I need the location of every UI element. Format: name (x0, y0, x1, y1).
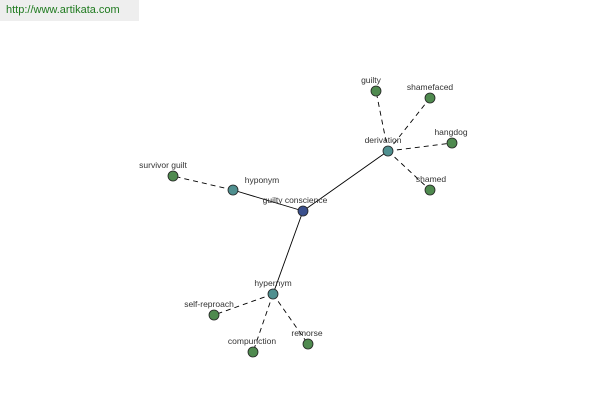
edge-hypernym-remorse (272, 293, 309, 345)
source-link[interactable]: http://www.artikata.com (0, 0, 139, 21)
edge-derivation-shamed (387, 150, 431, 191)
nodes-layer (167, 85, 458, 358)
node-compunction[interactable] (247, 346, 259, 358)
node-label-shamed: shamed (416, 174, 447, 184)
node-label-shamefaced: shamefaced (407, 82, 454, 92)
node-guilty[interactable] (370, 85, 382, 97)
edge-hypernym-self_reproach (213, 293, 274, 316)
node-hangdog[interactable] (446, 137, 458, 149)
node-label-survivor-guilt: survivor guilt (139, 160, 187, 170)
edge-derivation-hangdog (387, 142, 453, 152)
node-label-hypernym: hypernym (254, 278, 291, 288)
node-label-hangdog: hangdog (434, 127, 467, 137)
node-derivation[interactable] (382, 145, 394, 157)
edge-root-derivation (302, 150, 389, 212)
node-label-root: guilty conscience (263, 195, 328, 205)
edge-derivation-guilty (375, 90, 389, 152)
edge-hyponym-survivor_guilt (172, 175, 234, 191)
node-shamed[interactable] (424, 184, 436, 196)
labels-layer: guilty conscience hyponym derivation hypern… (139, 75, 468, 346)
node-label-compunction: compunction (228, 336, 276, 346)
edge-root-hyponym (232, 189, 304, 212)
node-hyponym[interactable] (227, 184, 239, 196)
node-label-guilty: guilty (361, 75, 382, 85)
edge-hypernym-compunction (252, 293, 274, 353)
node-remorse[interactable] (302, 338, 314, 350)
node-label-derivation: derivation (365, 135, 402, 145)
node-label-hyponym: hyponym (245, 175, 280, 185)
edge-root-hypernym (272, 210, 304, 295)
node-survivor-guilt[interactable] (167, 170, 179, 182)
node-shamefaced[interactable] (424, 92, 436, 104)
node-self-reproach[interactable] (208, 309, 220, 321)
node-label-remorse: remorse (291, 328, 322, 338)
node-hypernym[interactable] (267, 288, 279, 300)
edge-derivation-shamefaced (387, 97, 431, 152)
edges-layer (172, 90, 453, 353)
node-root[interactable] (297, 205, 309, 217)
node-label-self-reproach: self-reproach (184, 299, 234, 309)
